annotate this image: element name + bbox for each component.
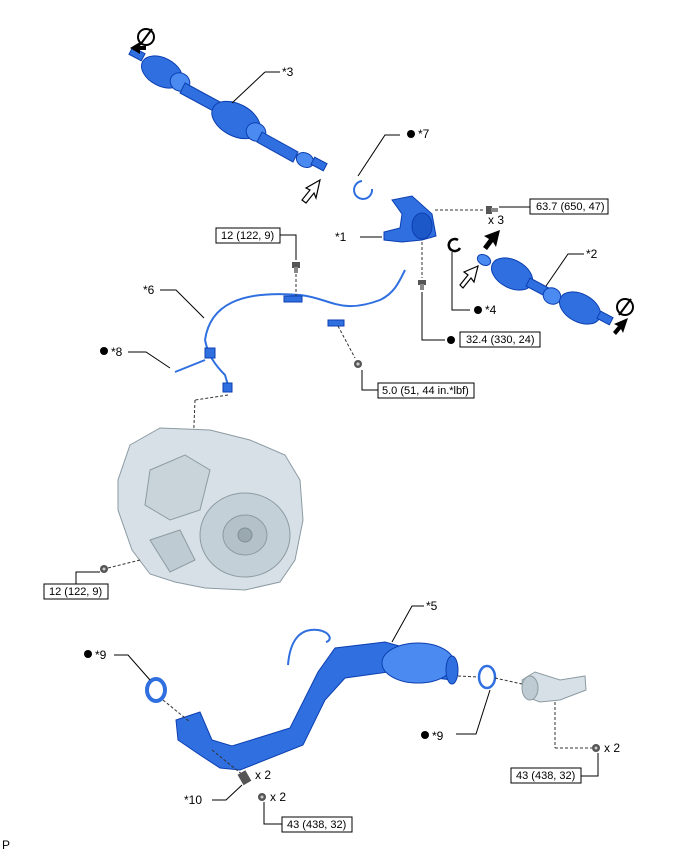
torque-harness-clamp-right: 5.0 (51, 44 in.*lbf) [382, 385, 469, 397]
direction-arrow-icon [130, 42, 146, 54]
callout-6: *6 [143, 283, 155, 297]
transaxle-assembly [117, 427, 304, 591]
torque-bracket-bolt: 32.4 (330, 24) [466, 334, 535, 346]
torque-exhaust-left: 43 (438, 32) [287, 819, 346, 831]
callout-3: *3 [282, 65, 294, 79]
front-drive-shaft-left [128, 46, 328, 172]
harness-clamp-bolt [292, 262, 300, 273]
callout-7: *7 [418, 127, 430, 141]
no-reuse-symbol-icon [616, 298, 634, 316]
callout-1: *1 [335, 230, 347, 244]
corner-code: P [2, 838, 10, 852]
non-reusable-dot-icon [84, 650, 92, 658]
callout-9-left: *9 [95, 648, 107, 662]
callout-2: *2 [586, 247, 598, 261]
callout-4: *4 [485, 303, 497, 317]
direction-arrow-solid-icon [483, 230, 500, 250]
gasket-left [145, 677, 167, 703]
snap-ring-7 [353, 180, 374, 200]
non-reusable-dot-icon [421, 731, 429, 739]
front-exhaust-pipe [175, 628, 459, 771]
stud-bolt [237, 770, 252, 786]
bracket-bolt [486, 206, 498, 214]
qty-nut-right: x 2 [604, 741, 620, 755]
gasket-right [477, 664, 497, 690]
torque-harness-clamp-top: 12 (122, 9) [221, 230, 274, 242]
direction-arrow-outline-icon [459, 264, 479, 289]
exhaust-nut-right [592, 744, 600, 752]
bracket-lower-bolt [418, 280, 426, 290]
non-reusable-dot-icon [100, 347, 108, 355]
direction-arrow-solid-icon [613, 318, 628, 335]
qty-nut-left: x 2 [270, 790, 286, 804]
callout-10: *10 [184, 793, 202, 807]
front-drive-shaft-right [476, 253, 614, 326]
torque-transaxle-bolt: 12 (122, 9) [49, 586, 102, 598]
non-reusable-dot-icon [474, 306, 482, 314]
bearing-bracket [383, 195, 437, 243]
exhaust-nut-left [258, 793, 266, 801]
torque-exhaust-right: 43 (438, 32) [516, 770, 575, 782]
qty-bracket-bolts: x 3 [488, 213, 504, 227]
callout-9-right: *9 [432, 729, 444, 743]
wire-harness [174, 269, 406, 393]
direction-arrow-outline-icon [301, 178, 321, 204]
callout-8: *8 [111, 345, 123, 359]
no-reuse-symbol-icon [137, 28, 155, 46]
harness-clamp-bolt-right [354, 360, 362, 368]
callout-5: *5 [426, 599, 438, 613]
exhaust-pipe-downstream [521, 671, 587, 703]
non-reusable-dot-icon [407, 130, 415, 138]
qty-stud: x 2 [255, 768, 271, 782]
torque-bracket-bolts: 63.7 (650, 47) [536, 201, 605, 213]
transaxle-bolt [100, 565, 108, 573]
non-reusable-dot-icon [447, 336, 455, 344]
snap-ring-4 [447, 237, 462, 253]
